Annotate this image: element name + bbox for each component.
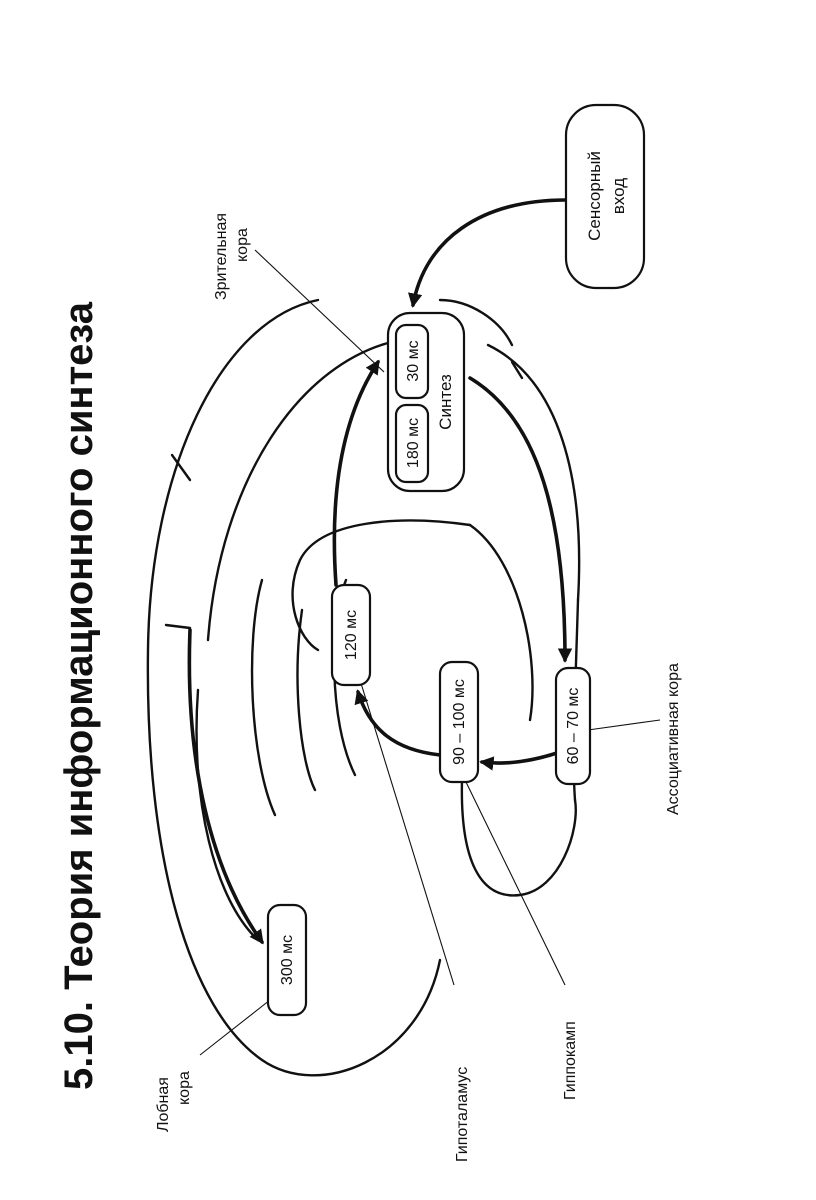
frontal-cortex-label-2: кора	[176, 1071, 193, 1105]
synthesis-180ms-label: 180 мс	[405, 418, 422, 468]
frontal-cortex-label-1: Лобная	[155, 1077, 172, 1132]
synthesis-node: 30 мс 180 мс Синтез	[386, 311, 466, 493]
synthesis-30ms-label: 30 мс	[405, 340, 422, 381]
node-120ms: 120 мс	[330, 583, 372, 687]
node-90-100ms: 90 – 100 мс	[438, 660, 480, 784]
leader-lines	[199, 249, 661, 1056]
node-60-70ms: 60 – 70 мс	[554, 666, 592, 786]
sensory-input-label-1: Сенсорный	[585, 151, 604, 241]
hippocampus-label: Гиппокамп	[562, 1021, 579, 1100]
node-60-70ms-label: 60 – 70 мс	[565, 688, 582, 765]
node-90-100ms-label: 90 – 100 мс	[451, 679, 468, 765]
visual-cortex-label-1: Зрительная	[213, 213, 230, 300]
node-120ms-label: 120 мс	[343, 610, 360, 660]
synthesis-label: Синтез	[436, 374, 455, 430]
node-300ms-label: 300 мс	[279, 935, 296, 985]
association-cortex-label: Ассоциативная кора	[665, 663, 682, 815]
hypothalamus-label: Гипоталамус	[454, 1067, 471, 1162]
sensory-input-node: Сенсорный вход	[564, 103, 646, 290]
signal-arrows	[187, 198, 573, 945]
visual-cortex-label-2: кора	[234, 228, 251, 262]
brain-outline	[146, 298, 581, 1077]
anatomy-labels: Зрительная кора Лобная кора Гипоталамус …	[155, 213, 682, 1162]
page-title: 5.10. Теория информационного синтеза	[57, 301, 101, 1090]
node-300ms: 300 мс	[266, 903, 308, 1017]
sensory-input-label-2: вход	[609, 178, 628, 214]
